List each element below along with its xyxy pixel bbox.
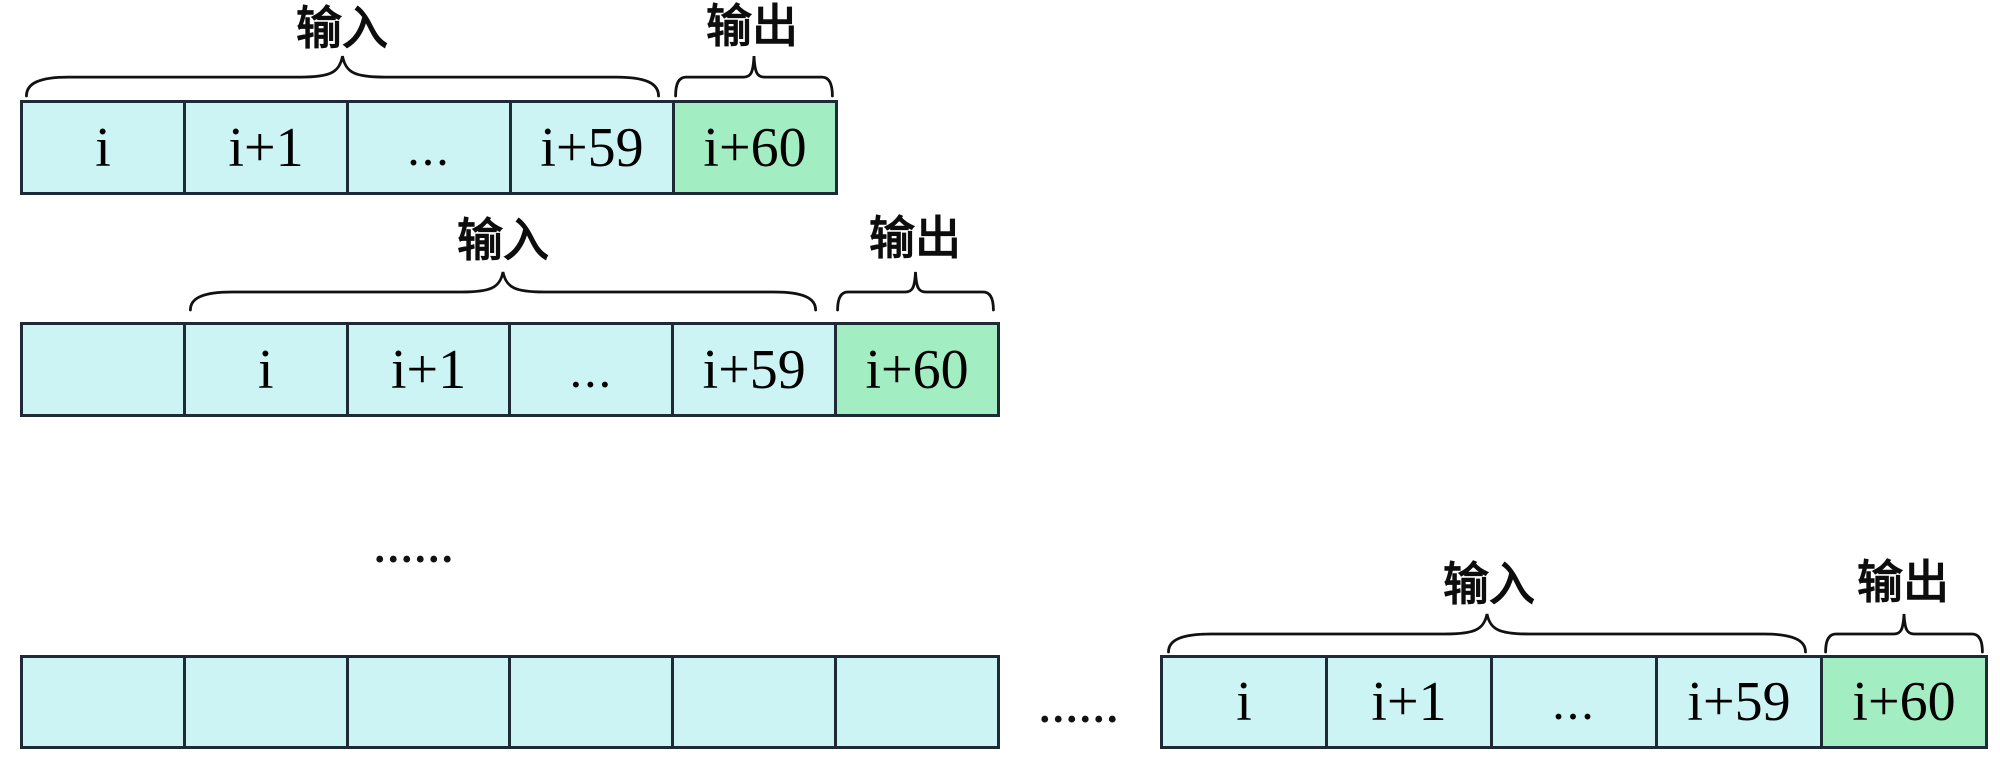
- cell-i-plus-59: i+59: [509, 100, 675, 195]
- cell-i: i: [1160, 655, 1328, 749]
- cell-i-plus-59: i+59: [671, 322, 838, 417]
- cell-dots: ...: [1490, 655, 1658, 749]
- cell-i-plus-60: i+60: [834, 322, 1000, 417]
- output-label-window-n: 输出: [1857, 557, 1949, 608]
- output-brace-icon: [1824, 612, 1984, 652]
- cell-i-plus-60: i+60: [672, 100, 838, 195]
- horizontal-continuation-ellipsis: ......: [1039, 686, 1121, 732]
- cell-i: i: [182, 322, 349, 417]
- output-label-window2: 输出: [869, 213, 961, 264]
- sequence-row-window1: i i+1 ... i+59 i+60: [20, 100, 838, 195]
- cell-empty: [508, 655, 675, 749]
- output-label-window1: 输出: [706, 1, 798, 52]
- input-label-window1: 输入: [296, 3, 388, 54]
- cell-empty: [834, 655, 1000, 749]
- output-brace-icon: [836, 270, 995, 310]
- cell-dots: ...: [346, 100, 512, 195]
- input-brace-icon: [184, 270, 822, 310]
- cell-i-plus-1: i+1: [1325, 655, 1493, 749]
- sequence-row-window-n-right: i i+1 ... i+59 i+60: [1160, 655, 1988, 749]
- sequence-row-window2: i i+1 ... i+59 i+60: [20, 322, 1000, 417]
- vertical-continuation-ellipsis: ......: [374, 526, 456, 572]
- input-label-window2: 输入: [457, 215, 549, 266]
- input-label-window-n: 输入: [1443, 559, 1535, 610]
- cell-empty: [671, 655, 838, 749]
- output-brace-icon: [674, 54, 834, 96]
- cell-i-plus-59: i+59: [1655, 655, 1823, 749]
- cell-empty: [20, 322, 186, 417]
- sequence-row-window-n-left: [20, 655, 1000, 749]
- cell-i-plus-1: i+1: [345, 322, 512, 417]
- cell-empty: [182, 655, 349, 749]
- cell-i-plus-1: i+1: [183, 100, 349, 195]
- cell-i-plus-60: i+60: [1820, 655, 1988, 749]
- input-brace-icon: [20, 54, 665, 96]
- cell-empty: [345, 655, 512, 749]
- cell-empty: [20, 655, 186, 749]
- cell-i: i: [20, 100, 186, 195]
- cell-dots: ...: [508, 322, 675, 417]
- input-brace-icon: [1162, 612, 1812, 652]
